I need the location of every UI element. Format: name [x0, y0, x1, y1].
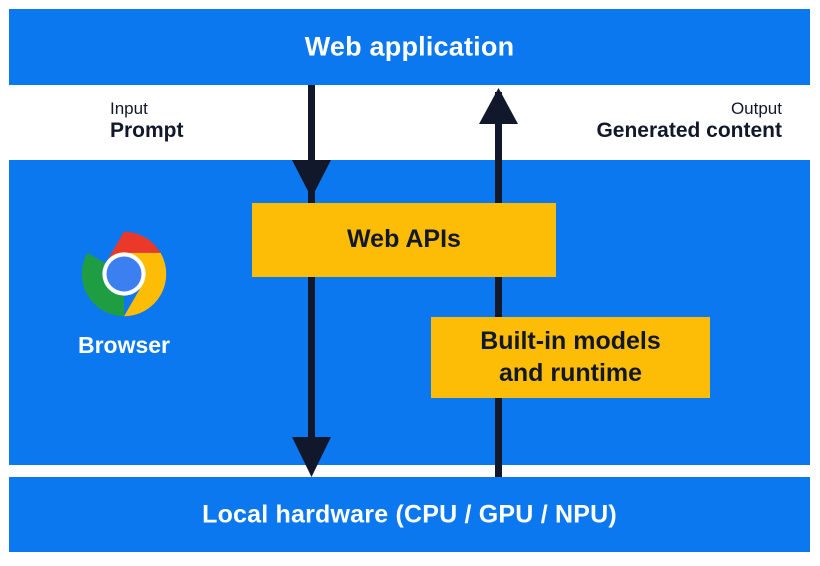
- chrome-logo-icon: [81, 231, 167, 317]
- flow-output-value: Generated content: [596, 119, 782, 143]
- flow-label-input: Input Prompt: [110, 99, 184, 144]
- band-web-application-label: Web application: [304, 31, 515, 62]
- flow-output-kind: Output: [730, 99, 782, 118]
- box-builtin-models-label: Built-in models and runtime: [480, 327, 661, 387]
- flow-input-kind: Input: [110, 99, 148, 118]
- band-local-hardware: Local hardware (CPU / GPU / NPU): [9, 477, 810, 552]
- box-web-apis-label: Web APIs: [347, 225, 461, 254]
- browser-block: Browser: [44, 228, 204, 359]
- flow-input-value: Prompt: [110, 119, 184, 143]
- browser-label: Browser: [77, 332, 171, 358]
- box-builtin-models[interactable]: Built-in models and runtime: [431, 317, 710, 398]
- box-web-apis[interactable]: Web APIs: [252, 203, 556, 277]
- band-web-application: Web application: [9, 9, 810, 85]
- band-local-hardware-label: Local hardware (CPU / GPU / NPU): [202, 500, 617, 528]
- flow-label-output: Output Generated content: [596, 99, 782, 144]
